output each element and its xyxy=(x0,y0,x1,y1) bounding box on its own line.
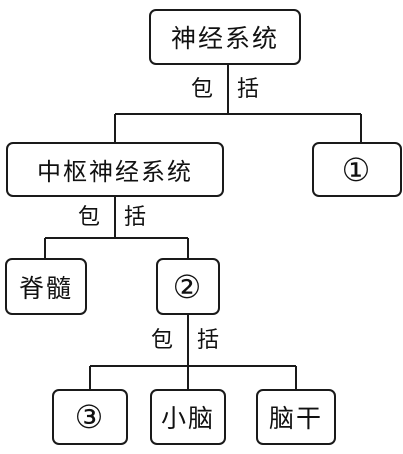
spinal-cord-box: 脊髓 xyxy=(5,258,87,315)
cerebellum-label: 小脑 xyxy=(160,404,215,433)
brainstem-label: 脑干 xyxy=(268,404,323,433)
spinal-cord-label: 脊髓 xyxy=(18,273,73,303)
central-nervous-system-box: 中枢神经系统 xyxy=(6,142,224,197)
brainstem-box: 脑干 xyxy=(256,389,336,445)
blank-2-box: ② xyxy=(156,258,220,315)
connector-label-left: 包 xyxy=(78,205,101,230)
connector-label-left: 包 xyxy=(151,328,174,353)
connector-label-right: 括 xyxy=(197,328,220,353)
root-node-box: 神经系统 xyxy=(149,9,301,65)
root-node-label: 神经系统 xyxy=(170,24,279,53)
blank-1-box: ① xyxy=(312,142,402,197)
connector-label-left: 包 xyxy=(191,77,214,102)
connector-label-right: 括 xyxy=(124,205,147,230)
blank-2-label: ② xyxy=(172,267,204,306)
blank-3-label: ③ xyxy=(74,398,106,436)
central-nervous-system-label: 中枢神经系统 xyxy=(37,158,193,186)
blank-1-label: ① xyxy=(341,150,373,189)
blank-3-box: ③ xyxy=(52,389,128,445)
cerebellum-box: 小脑 xyxy=(150,389,226,445)
connector-label-right: 括 xyxy=(237,77,260,102)
